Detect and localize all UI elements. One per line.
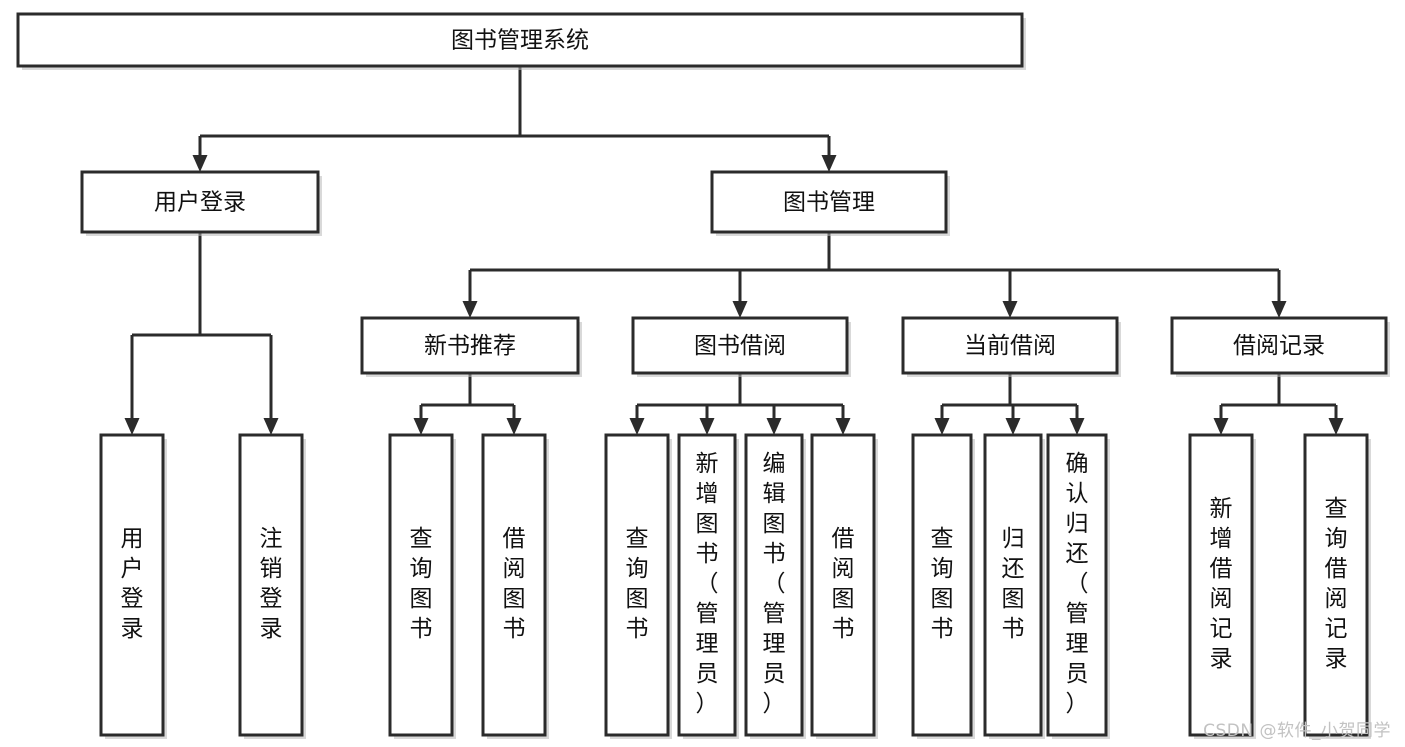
node-leaf-add-book-admin[interactable]: 新增图书（管理员） (677, 433, 739, 739)
node-leaf-confirm-return-admin[interactable]: 确认归还（管理员） (1046, 433, 1110, 739)
node-label: 当前借阅 (964, 333, 1056, 359)
arrow-head-icon (1328, 418, 1344, 435)
arrow-head-icon (766, 418, 782, 435)
node-leaf-edit-book-admin[interactable]: 编辑图书（管理员） (744, 433, 806, 739)
node-box (710, 170, 948, 234)
node-leaf-query-book-1[interactable]: 查询图书 (388, 433, 456, 739)
node-label: 借阅图书 (832, 526, 855, 642)
node-label: 借阅记录 (1233, 333, 1325, 359)
node-box (604, 433, 670, 737)
node-leaf-borrow-book-1[interactable]: 借阅图书 (481, 433, 549, 739)
arrow-head-icon (821, 155, 837, 172)
node-box (238, 433, 304, 737)
node-box (360, 316, 580, 375)
node-book-manage[interactable]: 图书管理 (710, 170, 950, 236)
arrow-head-icon (1002, 301, 1018, 318)
node-box (481, 433, 547, 737)
arrow-head-icon (124, 418, 140, 435)
arrow-head-icon (1271, 301, 1287, 318)
node-label: 新增图书（管理员） (696, 451, 719, 717)
node-label: 图书管理系统 (451, 28, 589, 54)
node-label: 查询图书 (931, 526, 954, 642)
arrow-head-icon (263, 418, 279, 435)
node-label: 借阅图书 (503, 526, 526, 642)
arrow-head-icon (732, 301, 748, 318)
node-label: 编辑图书（管理员） (763, 451, 786, 717)
node-box (911, 433, 973, 737)
node-box (744, 433, 804, 737)
arrow-head-icon (1005, 418, 1021, 435)
csdn-watermark: CSDN @软件_小贺同学 (1203, 721, 1391, 741)
arrow-head-icon (1069, 418, 1085, 435)
arrow-head-icon (506, 418, 522, 435)
node-label: 查询图书 (626, 526, 649, 642)
node-leaf-add-borrow-record[interactable]: 新增借阅记录 (1188, 433, 1256, 739)
node-new-book-recommend[interactable]: 新书推荐 (360, 316, 582, 377)
node-box (1046, 433, 1108, 737)
node-box (1188, 433, 1254, 737)
node-leaf-query-borrow-record[interactable]: 查询借阅记录 (1303, 433, 1371, 739)
node-label: 新增借阅记录 (1210, 496, 1233, 672)
node-box (1303, 433, 1369, 737)
node-box (810, 433, 876, 737)
node-label: 注销登录 (260, 526, 283, 642)
node-label: 查询借阅记录 (1325, 496, 1348, 672)
node-box (677, 433, 737, 737)
arrow-head-icon (629, 418, 645, 435)
node-leaf-query-book-3[interactable]: 查询图书 (911, 433, 975, 739)
node-label: 用户登录 (121, 526, 144, 642)
arrow-head-icon (413, 418, 429, 435)
node-box (388, 433, 454, 737)
node-label: 图书管理 (783, 190, 875, 216)
node-box (901, 316, 1119, 375)
node-root-system[interactable]: 图书管理系统 (16, 12, 1026, 70)
arrow-head-icon (835, 418, 851, 435)
node-label: 查询图书 (410, 526, 433, 642)
arrow-head-icon (934, 418, 950, 435)
node-label: 新书推荐 (424, 333, 516, 359)
node-box (1170, 316, 1388, 375)
node-leaf-query-book-2[interactable]: 查询图书 (604, 433, 672, 739)
node-leaf-borrow-book-2[interactable]: 借阅图书 (810, 433, 878, 739)
node-layer: 图书管理系统用户登录图书管理新书推荐图书借阅当前借阅借阅记录用户登录注销登录查询… (16, 12, 1390, 739)
node-box (16, 12, 1024, 68)
node-label: 归还图书 (1002, 526, 1025, 642)
node-box (631, 316, 849, 375)
arrow-head-icon (192, 155, 208, 172)
node-leaf-user-login[interactable]: 用户登录 (99, 433, 167, 739)
node-box (983, 433, 1043, 737)
node-user-login[interactable]: 用户登录 (80, 170, 322, 236)
node-label: 图书借阅 (694, 333, 786, 359)
node-book-borrow[interactable]: 图书借阅 (631, 316, 851, 377)
node-leaf-return-book[interactable]: 归还图书 (983, 433, 1045, 739)
node-leaf-logout-login[interactable]: 注销登录 (238, 433, 306, 739)
node-borrow-record[interactable]: 借阅记录 (1170, 316, 1390, 377)
connector-layer (124, 66, 1344, 435)
node-label: 确认归还（管理员） (1066, 451, 1089, 717)
node-current-borrow[interactable]: 当前借阅 (901, 316, 1121, 377)
node-box (80, 170, 320, 234)
node-label: 用户登录 (154, 190, 246, 216)
node-box (99, 433, 165, 737)
arrow-head-icon (462, 301, 478, 318)
arrow-head-icon (1213, 418, 1229, 435)
arrow-head-icon (699, 418, 715, 435)
